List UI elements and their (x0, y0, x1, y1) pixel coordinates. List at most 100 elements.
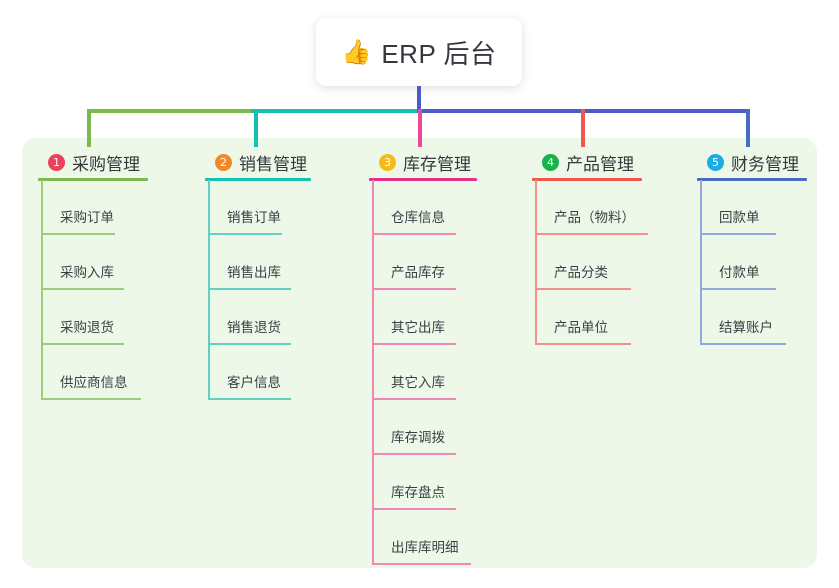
root-node-title: ERP 后台 (381, 38, 497, 69)
connector-drop-col-1 (87, 109, 91, 147)
root-node-card[interactable]: 👍 ERP 后台 (316, 18, 522, 86)
column-title: 产品管理 (566, 154, 634, 174)
menu-item[interactable]: 采购退货 (38, 290, 148, 345)
menu-item[interactable]: 销售退货 (205, 290, 311, 345)
menu-item-rule (208, 233, 282, 235)
menu-item[interactable]: 客户信息 (205, 345, 311, 400)
connector-drop-col-5 (746, 109, 750, 147)
menu-item-label: 回款单 (719, 210, 760, 225)
column-items: 采购订单采购入库采购退货供应商信息 (38, 180, 148, 400)
menu-item[interactable]: 销售出库 (205, 235, 311, 290)
menu-item-rule (372, 398, 456, 400)
menu-item[interactable]: 采购订单 (38, 180, 148, 235)
column-5: 5 财务管理回款单付款单结算账户 (697, 147, 807, 345)
menu-item-label: 销售退货 (227, 320, 281, 335)
menu-item-label: 库存调拨 (391, 430, 445, 445)
menu-item-rule (208, 288, 291, 290)
column-title: 销售管理 (239, 154, 307, 174)
menu-item-label: 客户信息 (227, 375, 281, 390)
column-title: 财务管理 (731, 154, 799, 174)
menu-item-label: 销售订单 (227, 210, 281, 225)
thumbs-up-icon: 👍 (341, 39, 372, 66)
menu-item-rule (208, 398, 291, 400)
number-badge-icon: 4 (542, 153, 559, 171)
menu-item[interactable]: 产品单位 (532, 290, 642, 345)
menu-item-label: 采购订单 (60, 210, 114, 225)
menu-item[interactable]: 库存调拨 (369, 400, 477, 455)
connector-drop-col-4 (581, 109, 585, 147)
column-title: 采购管理 (72, 154, 140, 174)
menu-item[interactable]: 其它入库 (369, 345, 477, 400)
column-header-rule (205, 178, 311, 181)
column-spine (41, 180, 43, 400)
diagram-panel (22, 138, 817, 568)
menu-item-label: 产品库存 (391, 265, 445, 280)
menu-item-rule (700, 233, 776, 235)
menu-item-label: 库存盘点 (391, 485, 445, 500)
column-header-5[interactable]: 5 财务管理 (697, 147, 807, 181)
menu-item-label: 付款单 (719, 265, 760, 280)
menu-item-rule (41, 288, 124, 290)
menu-item-rule (372, 453, 456, 455)
menu-item[interactable]: 仓库信息 (369, 180, 477, 235)
column-header-rule (369, 178, 477, 181)
menu-item-label: 其它出库 (391, 320, 445, 335)
menu-item[interactable]: 供应商信息 (38, 345, 148, 400)
menu-item-label: 采购退货 (60, 320, 114, 335)
connector-root-drop (417, 86, 421, 110)
menu-item-label: 采购入库 (60, 265, 114, 280)
menu-item[interactable]: 销售订单 (205, 180, 311, 235)
column-header-rule (532, 178, 642, 181)
column-header-rule (697, 178, 807, 181)
menu-item-rule (372, 288, 456, 290)
menu-item[interactable]: 采购入库 (38, 235, 148, 290)
number-badge-icon: 5 (707, 153, 724, 171)
menu-item[interactable]: 产品库存 (369, 235, 477, 290)
menu-item-rule (372, 508, 456, 510)
menu-item-label: 供应商信息 (60, 375, 128, 390)
column-3: 3 库存管理仓库信息产品库存其它出库其它入库库存调拨库存盘点出库库明细 (369, 147, 477, 565)
column-spine (535, 180, 537, 345)
column-spine (372, 180, 374, 565)
menu-item-label: 仓库信息 (391, 210, 445, 225)
menu-item-rule (41, 233, 115, 235)
menu-item-rule (535, 288, 631, 290)
menu-item-rule (535, 343, 631, 345)
column-4: 4 产品管理产品（物料） 产品分类产品单位 (532, 147, 648, 345)
menu-item-label: 出库库明细 (391, 540, 459, 555)
menu-item[interactable]: 库存盘点 (369, 455, 477, 510)
menu-item-rule (535, 233, 648, 235)
menu-item-rule (372, 233, 456, 235)
menu-item[interactable]: 产品分类 (532, 235, 642, 290)
menu-item[interactable]: 其它出库 (369, 290, 477, 345)
connector-drop-col-3 (418, 109, 422, 147)
column-items: 产品（物料） 产品分类产品单位 (532, 180, 648, 345)
connector-green-segment (87, 109, 253, 113)
number-badge-icon: 3 (379, 153, 396, 171)
menu-item-label: 销售出库 (227, 265, 281, 280)
menu-item[interactable]: 出库库明细 (369, 510, 477, 565)
menu-item-label: 产品（物料） (554, 210, 635, 225)
column-items: 仓库信息产品库存其它出库其它入库库存调拨库存盘点出库库明细 (369, 180, 477, 565)
menu-item[interactable]: 产品（物料） (532, 180, 648, 235)
menu-item-rule (41, 343, 124, 345)
column-header-3[interactable]: 3 库存管理 (369, 147, 477, 181)
menu-item-rule (41, 398, 141, 400)
menu-item-label: 其它入库 (391, 375, 445, 390)
column-title: 库存管理 (403, 154, 471, 174)
menu-item[interactable]: 结算账户 (697, 290, 807, 345)
menu-item-rule (700, 343, 786, 345)
connector-teal-segment (251, 109, 419, 113)
column-header-4[interactable]: 4 产品管理 (532, 147, 642, 181)
menu-item-rule (372, 343, 456, 345)
menu-item-label: 产品分类 (554, 265, 608, 280)
menu-item-label: 产品单位 (554, 320, 608, 335)
menu-item[interactable]: 回款单 (697, 180, 807, 235)
menu-item[interactable]: 付款单 (697, 235, 807, 290)
menu-item-label: 结算账户 (719, 320, 773, 335)
